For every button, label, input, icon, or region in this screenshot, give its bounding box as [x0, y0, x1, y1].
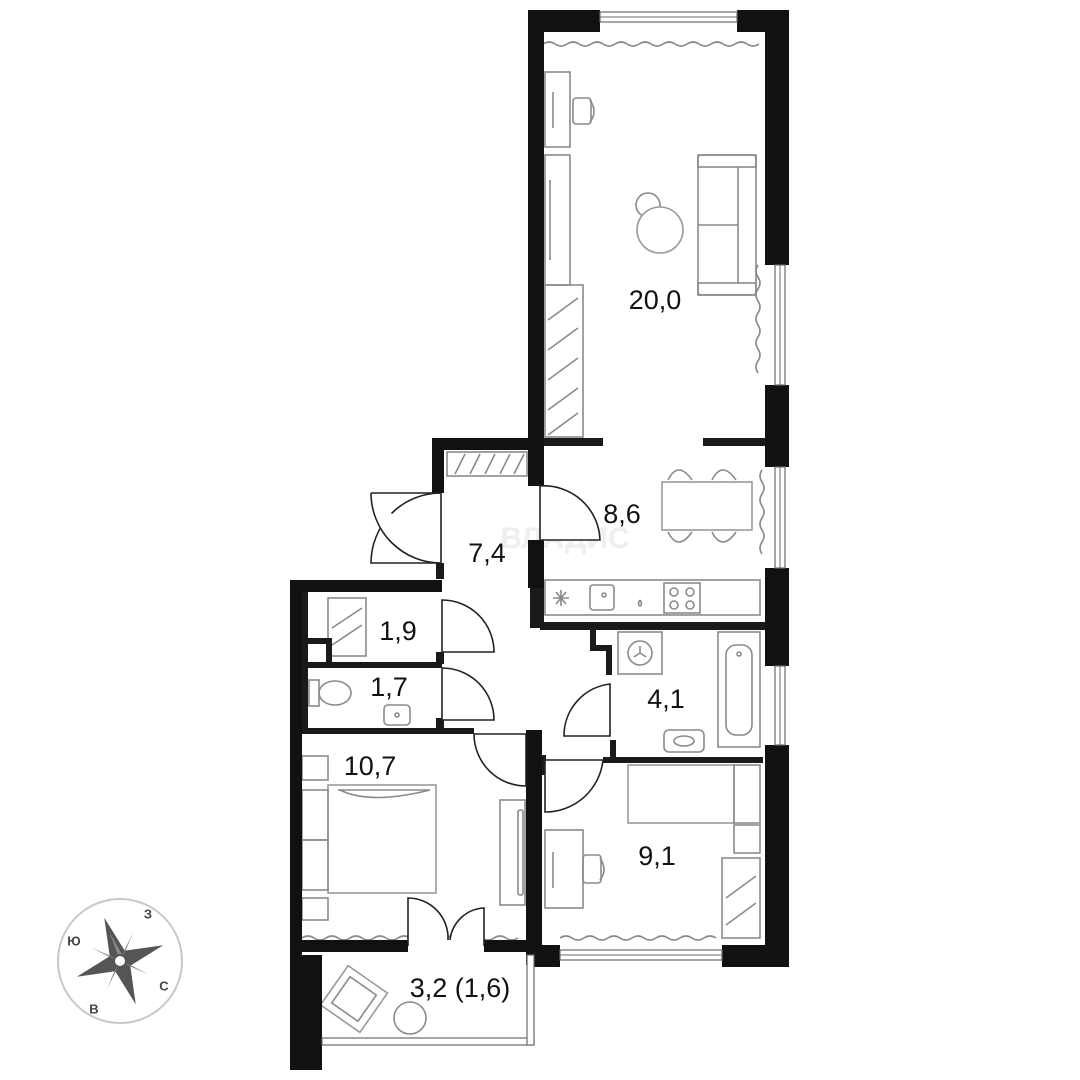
curtain-small-bedroom [559, 935, 717, 941]
compass-north: С [159, 978, 169, 993]
compass-west: З [144, 906, 152, 921]
compass-rose-icon: З Ю С В [57, 898, 183, 1024]
bathroom-sink-icon [663, 729, 705, 753]
wardrobe-icon [721, 857, 761, 939]
kitchen-door[interactable] [539, 485, 601, 541]
stove-icon [663, 582, 701, 614]
windows [559, 11, 786, 961]
tv-stand-icon [499, 799, 526, 906]
desk-chair-icon [544, 71, 595, 148]
curtain-right [755, 264, 761, 374]
shoe-rack-icon [446, 451, 528, 477]
small-bedroom-door[interactable] [544, 759, 604, 813]
balcony-door[interactable] [407, 897, 485, 946]
area-toilet: 1,7 [370, 672, 408, 702]
area-bedroom-main: 10,7 [344, 751, 397, 781]
partitions [302, 438, 765, 775]
storage-shelf-icon [327, 597, 367, 657]
toilet-sink-icon [383, 704, 411, 726]
area-hallway: 7,4 [468, 538, 506, 568]
area-bedroom-small: 9,1 [638, 841, 676, 871]
sink-icon [589, 584, 615, 611]
bed-icon [301, 784, 437, 894]
area-balcony: 3,2 (1,6) [410, 973, 511, 1003]
bathtub-icon [717, 631, 761, 748]
area-kitchen: 8,6 [603, 499, 641, 529]
water-drop-icon [637, 599, 643, 607]
exterior-walls [290, 10, 789, 1070]
compass-south: Ю [67, 933, 80, 948]
area-storage: 1,9 [379, 616, 417, 646]
coffee-table-icon [635, 192, 684, 254]
area-bathroom: 4,1 [647, 684, 685, 714]
washing-machine-icon [617, 631, 663, 675]
nightstand-icon [301, 897, 329, 921]
balcony-railing [321, 954, 535, 1046]
armchair-icon [319, 964, 389, 1034]
kitchen-counter [544, 579, 761, 616]
area-living-room: 20,0 [629, 285, 682, 315]
snowflake-icon [553, 590, 569, 606]
toilet-icon [308, 679, 352, 707]
curtain-top [542, 41, 760, 47]
dining-table-icon [661, 469, 753, 543]
toilet-door[interactable] [441, 667, 495, 721]
bedroom-door[interactable] [473, 733, 527, 787]
nightstand-icon [301, 755, 329, 781]
wardrobe-icon [544, 154, 584, 438]
entrance-door[interactable] [370, 492, 442, 564]
sofa-icon [697, 154, 757, 296]
compass-east: В [89, 1001, 98, 1016]
balcony-table-icon [393, 1001, 427, 1035]
curtain-kitchen [759, 469, 765, 555]
single-bed-icon [627, 764, 761, 854]
bathroom-door[interactable] [563, 683, 611, 737]
storage-door[interactable] [441, 599, 495, 653]
desk-chair-icon [544, 829, 605, 909]
